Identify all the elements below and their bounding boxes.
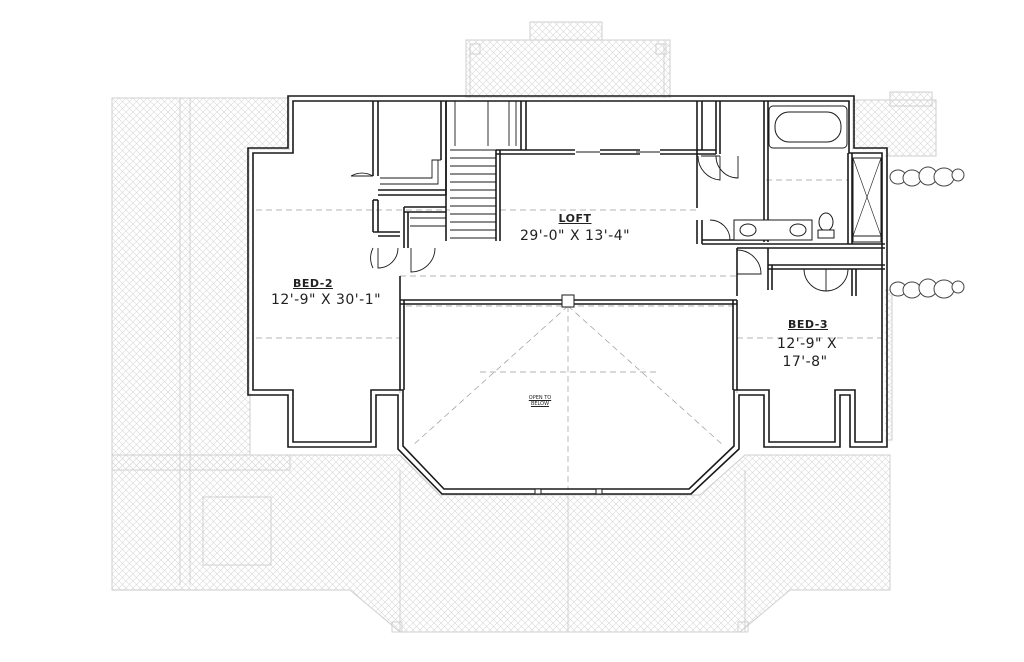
- bed2-name: BED-2: [293, 277, 333, 290]
- roof-lines: [112, 43, 749, 633]
- open-to-below-line2: BELOW: [530, 401, 550, 407]
- doors: [350, 151, 849, 292]
- right-roof-cap: [889, 91, 933, 107]
- stairs: [380, 101, 517, 239]
- toilet: [818, 212, 834, 232]
- vanity: [733, 219, 813, 241]
- inner-wall-outline: [252, 100, 883, 490]
- roof-hatch-areas: [111, 21, 937, 633]
- top-roof: [465, 39, 671, 99]
- bed2-dims: 12'-9" X 30'-1": [270, 292, 382, 308]
- loft-name: LOFT: [558, 212, 592, 225]
- top-roof-cap: [529, 21, 603, 41]
- right-roof-top: [851, 99, 937, 157]
- bed3-dims-line1: 12'-9" X: [776, 336, 838, 352]
- loft-dims: 29'-0" X 13'-4": [519, 228, 631, 244]
- open-to-below-line1: OPEN TO: [528, 395, 552, 401]
- bottom-deck-roof: [111, 454, 891, 633]
- bath-fixtures: [733, 105, 882, 243]
- outer-wall-outline: [247, 95, 888, 495]
- exterior-walls: [247, 95, 888, 495]
- posts: [534, 294, 603, 495]
- shrubs: [889, 166, 965, 299]
- bed3-name: BED-3: [788, 318, 828, 331]
- bed3-dims-line2: 17'-8": [782, 354, 828, 370]
